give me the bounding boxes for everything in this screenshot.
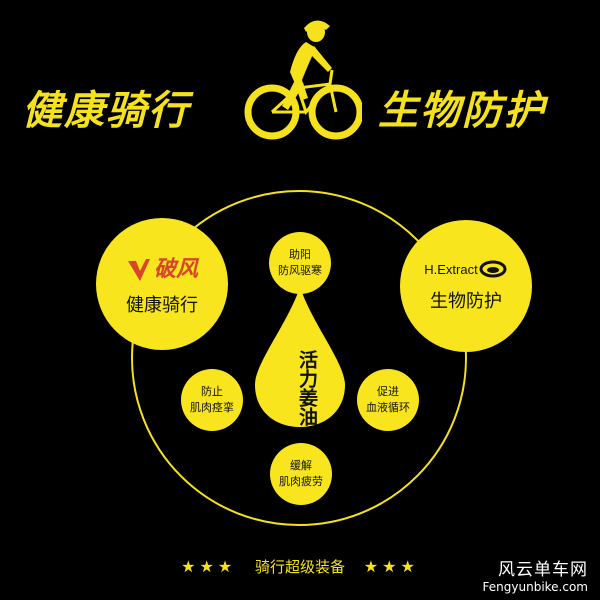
brand-circle-right: H.Extract 生物防护 — [400, 220, 532, 352]
hextract-mark-icon — [479, 260, 507, 278]
benefit-right-line2: 血液循环 — [366, 401, 410, 414]
benefit-top-line2: 防风驱寒 — [278, 264, 322, 277]
pofeng-mark-icon — [127, 259, 150, 281]
headline-left: 健康骑行 — [22, 87, 190, 134]
benefit-left: 防止 肌肉痉挛 — [181, 369, 243, 431]
benefit-bottom-line1: 缓解 — [290, 459, 312, 472]
benefit-left-line2: 肌肉痉挛 — [190, 401, 234, 414]
watermark: 风云单车网 Fengyunbike.com — [483, 555, 588, 594]
footer-stars-left: ★★★ — [181, 557, 237, 576]
watermark-en: Fengyunbike.com — [482, 580, 588, 594]
center-title: 活力姜油 — [296, 350, 318, 426]
brand-circle-left: 破风 健康骑行 — [96, 218, 228, 350]
headline-right: 生物防护 — [378, 87, 546, 134]
footer-slogan: 骑行超级装备 — [254, 558, 345, 576]
benefit-top: 助阳 防风驱寒 — [269, 232, 331, 294]
benefit-top-line1: 助阳 — [289, 248, 311, 261]
cyclist-icon — [244, 20, 362, 140]
benefit-right: 促进 血液循环 — [357, 369, 419, 431]
benefit-bottom: 缓解 肌肉疲劳 — [270, 443, 332, 505]
left-circle-label: 健康骑行 — [126, 295, 198, 316]
benefit-bottom-line2: 肌肉疲劳 — [279, 475, 323, 488]
right-circle-label: 生物防护 — [430, 291, 502, 312]
pofeng-logo-text: 破风 — [153, 257, 198, 282]
hextract-logo: H.Extract — [424, 259, 507, 279]
benefit-right-line1: 促进 — [377, 385, 399, 398]
benefit-left-line1: 防止 — [201, 385, 223, 398]
footer-stars-right: ★★★ — [363, 557, 419, 576]
oil-drop-icon — [255, 287, 345, 427]
hextract-logo-text: H.Extract — [424, 261, 478, 277]
pofeng-logo: 破风 — [126, 251, 198, 283]
outer-ring — [131, 190, 467, 526]
watermark-cn: 风云单车网 — [498, 560, 588, 580]
footer: ★★★ 骑行超级装备 ★★★ — [0, 556, 600, 577]
